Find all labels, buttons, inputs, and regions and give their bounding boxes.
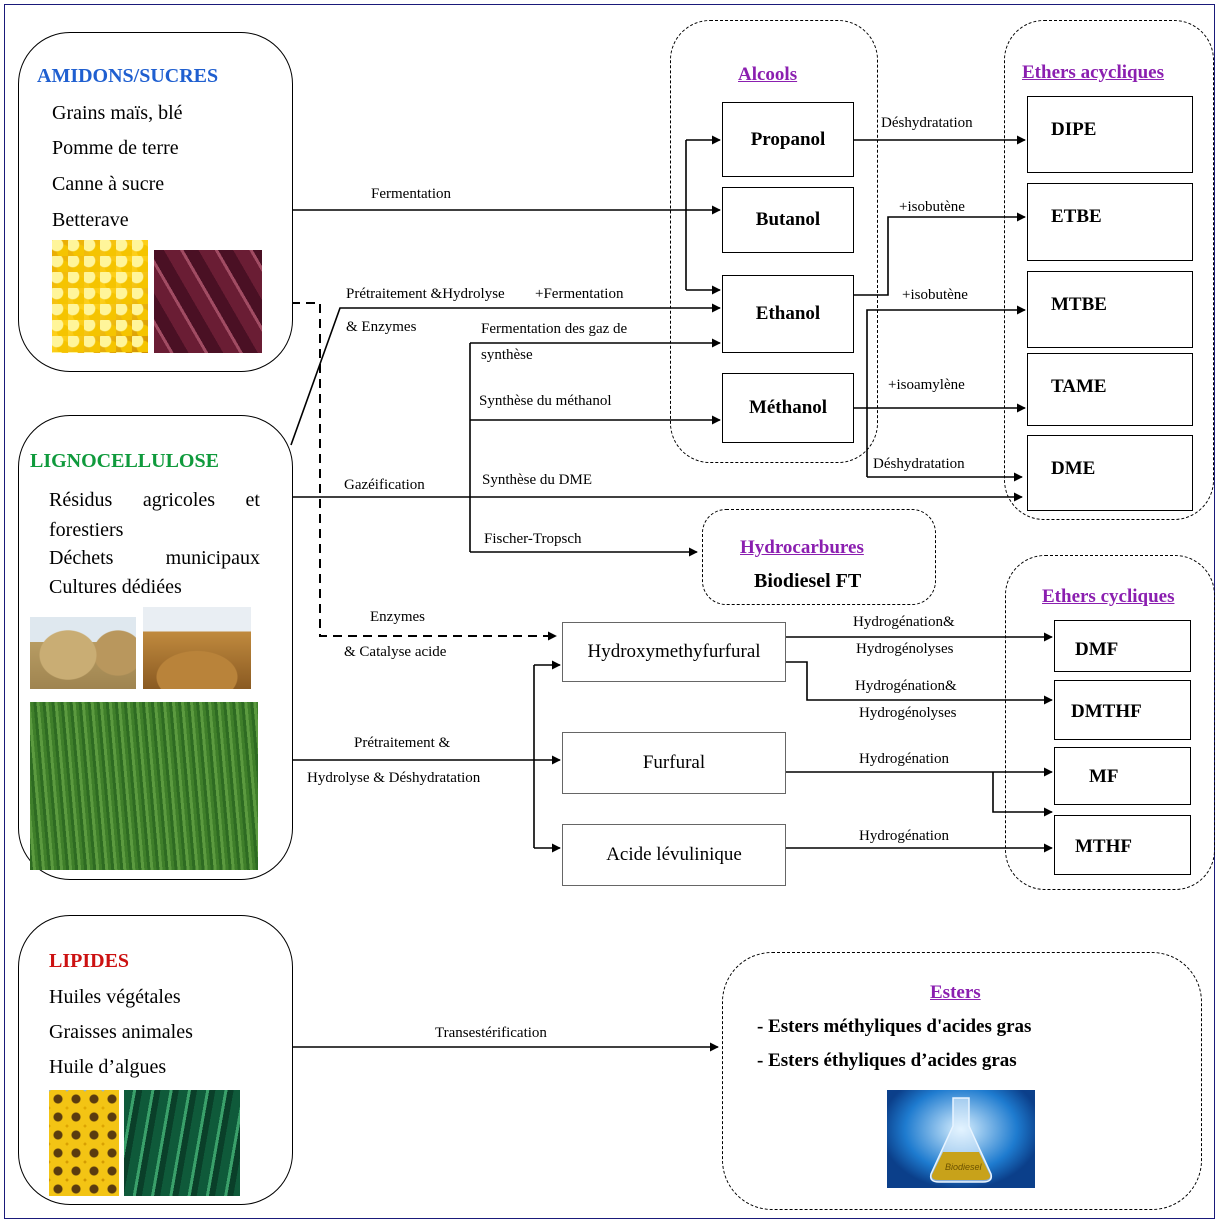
node-ethanol: Ethanol <box>722 275 854 353</box>
municipal-waste-photo <box>143 607 251 689</box>
edge-label-synthese-methanol: Synthèse du méthanol <box>479 393 612 409</box>
edge-label-pretraitement-hydrolyse: Prétraitement &Hydrolyse <box>346 286 505 302</box>
edge-label-deshydratation-dipe: Déshydratation <box>881 115 973 131</box>
group-title-hydrocarbures: Hydrocarbures <box>740 537 864 558</box>
edge-label-catalyse-acide: & Catalyse acide <box>344 644 447 660</box>
edge-label-hydrogenolyses-dmf: Hydrogénolyses <box>856 641 954 657</box>
amidons-item: Grains maïs, blé <box>52 102 183 124</box>
group-title-alcools: Alcools <box>738 64 798 85</box>
ligno-item: Cultures dédiées <box>49 576 182 598</box>
algae-photobioreactor-photo <box>124 1090 240 1196</box>
edge-label-hydrogenation-dmthf: Hydrogénation& <box>855 678 957 694</box>
edge-furfural-mthf <box>992 772 1053 817</box>
node-mtbe: MTBE <box>1027 271 1193 348</box>
edge-label-gazeification: Gazéification <box>344 477 425 493</box>
source-title-amidons: AMIDONS/SUCRES <box>37 65 219 87</box>
source-title-lipides: LIPIDES <box>49 950 130 972</box>
node-etbe: ETBE <box>1027 183 1193 261</box>
edge-label-fermentation: Fermentation <box>371 186 451 202</box>
node-furfural: Furfural <box>562 732 786 794</box>
edge-methanol-mtbe <box>866 305 1026 477</box>
group-title-ethers-acycliques: Ethers acycliques <box>1022 62 1164 83</box>
lipides-item: Huiles végétales <box>49 986 181 1008</box>
flask-label: Biodiesel <box>945 1162 983 1172</box>
amidons-item: Betterave <box>52 209 129 231</box>
edge-label-pretraitement-2: Prétraitement & <box>354 735 451 751</box>
node-mf: MF <box>1054 747 1191 805</box>
edge-label-hydrogenation-dmf: Hydrogénation& <box>853 614 955 630</box>
node-dmthf: DMTHF <box>1054 680 1191 740</box>
edge-label-fermentation-gaz: Fermentation des gaz de <box>481 321 628 337</box>
node-tame: TAME <box>1027 353 1193 426</box>
edge-ethanol-etbe <box>853 212 1026 296</box>
node-dipe: DIPE <box>1027 96 1193 173</box>
edge-ligno-pretraitement <box>290 303 721 446</box>
ester-line: - Esters éthyliques d’acides gras <box>757 1050 1017 1071</box>
edge-label-transesterification: Transestérification <box>435 1025 547 1041</box>
node-dmf: DMF <box>1054 620 1191 672</box>
edge-label-isobutene-mtbe: +isobutène <box>902 287 968 303</box>
group-title-ethers-cycliques: Ethers cycliques <box>1042 586 1175 607</box>
lipides-item: Huile d’algues <box>49 1056 167 1078</box>
group-hydrocarbures <box>702 509 936 605</box>
node-methanol: Méthanol <box>722 373 854 443</box>
node-biodiesel-ft: Biodiesel FT <box>754 570 862 592</box>
edge-label-hydrogenolyses-dmthf: Hydrogénolyses <box>859 705 957 721</box>
edge-label-deshydratation-dme: Déshydratation <box>873 456 965 472</box>
group-ethers-acycliques <box>1004 20 1214 520</box>
edge-label-synthese-dme: Synthèse du DME <box>482 472 592 488</box>
node-dme: DME <box>1027 435 1193 511</box>
node-hydroxymethylfurfural: Hydroxymethyfurfural <box>562 622 786 682</box>
edge-label-isoamylene: +isoamylène <box>888 377 965 393</box>
node-propanol: Propanol <box>722 102 854 177</box>
sugarcane-photo <box>154 250 262 353</box>
flask-icon: Biodiesel <box>929 1097 993 1183</box>
source-title-lignocellulose: LIGNOCELLULOSE <box>30 450 219 472</box>
ligno-item: Résidus agricoles et forestiers <box>49 489 260 541</box>
edge-label-hydrolyse-deshydratation: Hydrolyse & Déshydratation <box>307 770 481 786</box>
biodiesel-flask-image: Biodiesel <box>887 1090 1035 1188</box>
lipides-item: Graisses animales <box>49 1021 193 1043</box>
edge-label-plus-fermentation: +Fermentation <box>535 286 624 302</box>
group-esters <box>722 952 1202 1210</box>
group-alcools <box>670 20 878 463</box>
edge-hmf-dmthf <box>785 661 1053 705</box>
amidons-item: Pomme de terre <box>52 137 179 159</box>
node-acide-levulinique: Acide lévulinique <box>562 824 786 886</box>
edge-enzymes-dashed <box>291 302 557 641</box>
edge-label-fermentation-gaz-2: synthèse <box>481 347 533 363</box>
node-butanol: Butanol <box>722 187 854 253</box>
edge-label-fischer-tropsch: Fischer-Tropsch <box>484 531 582 547</box>
edge-label-et-enzymes: & Enzymes <box>346 319 417 335</box>
edge-label-hydrogenation-mf: Hydrogénation <box>859 751 949 767</box>
amidons-item: Canne à sucre <box>52 173 165 195</box>
ester-line: - Esters méthyliques d'acides gras <box>757 1016 1032 1037</box>
group-ethers-cycliques <box>1005 555 1215 890</box>
miscanthus-photo <box>30 702 258 870</box>
hay-bales-photo <box>30 617 136 689</box>
edge-label-hydrogenation-mthf: Hydrogénation <box>859 828 949 844</box>
corn-photo <box>52 240 148 353</box>
sunflower-photo <box>49 1090 119 1196</box>
group-title-esters: Esters <box>930 982 981 1003</box>
node-mthf: MTHF <box>1054 815 1191 875</box>
ligno-item: Déchets municipaux <box>49 547 260 569</box>
edge-label-enzymes: Enzymes <box>370 609 425 625</box>
edge-label-isobutene-etbe: +isobutène <box>899 199 965 215</box>
